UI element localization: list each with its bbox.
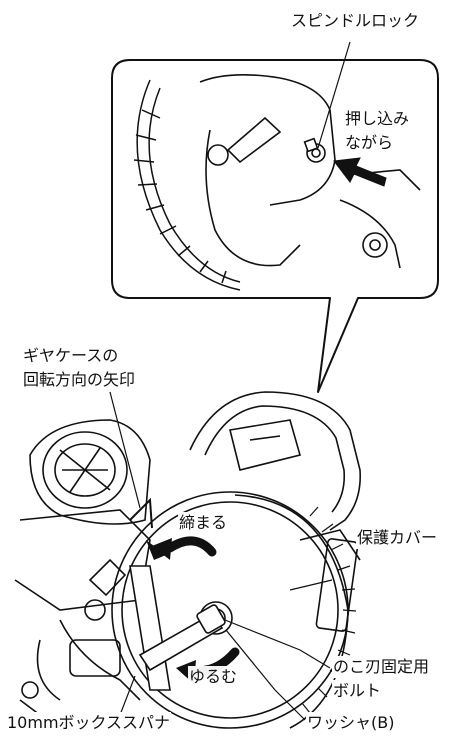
main-saw xyxy=(14,391,362,731)
label-guard-cover: 保護カバー xyxy=(356,527,439,549)
label-gear-case-arrow-line2: 回転方向の矢印 xyxy=(22,369,137,391)
label-push-in-line1: 押し込み xyxy=(344,108,411,130)
callout-housing xyxy=(199,74,421,269)
label-gear-case-arrow-line1: ギヤケースの xyxy=(22,345,120,367)
label-blade-bolt-line1: のこ刃固定用 xyxy=(332,656,431,678)
spindle-lock-button xyxy=(303,137,326,163)
label-blade-bolt-line2: ボルト xyxy=(332,680,383,702)
label-loosen: ゆるむ xyxy=(188,666,239,688)
label-socket-wrench: 10mmボックススパナ xyxy=(6,712,172,734)
leader-lines xyxy=(109,391,333,721)
callout-blade xyxy=(133,79,241,291)
label-washer-b: ワッシャ(B) xyxy=(306,712,396,734)
leader-spindle-lock xyxy=(317,41,351,149)
push-arrow-icon xyxy=(333,157,387,187)
label-push-in-line2: ながら xyxy=(344,132,395,154)
tighten-arrow-icon xyxy=(146,536,217,560)
label-spindle-lock: スピンドルロック xyxy=(290,10,421,32)
label-tighten: 締まる xyxy=(178,512,229,534)
